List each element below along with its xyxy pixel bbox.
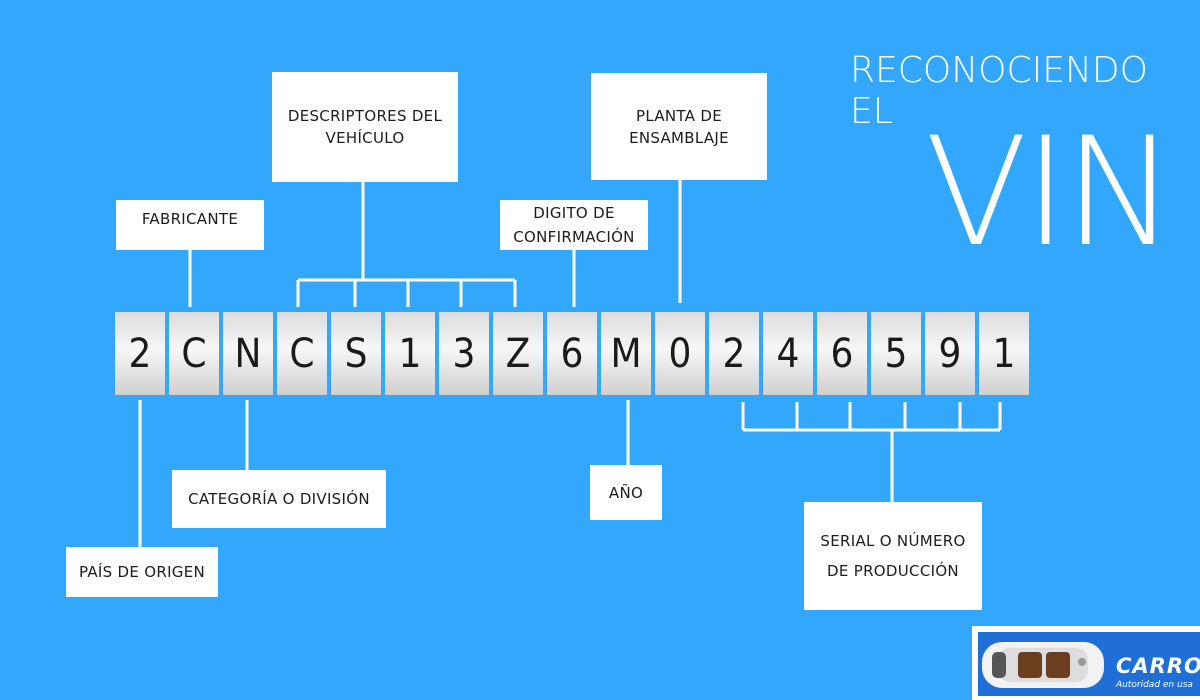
label-categoria: CATEGORÍA O DIVISIÓN <box>172 470 386 528</box>
vin-char: 9 <box>925 312 975 395</box>
brand-logo: CARROS O Autoridad en usa <box>972 626 1200 700</box>
vin-char: C <box>277 312 327 395</box>
label-digito: DIGITO DE CONFIRMACIÓN <box>500 200 648 250</box>
car-icon <box>982 642 1104 688</box>
label-anio: AÑO <box>590 465 662 520</box>
vin-char: 4 <box>763 312 813 395</box>
title-line-2: VIN <box>925 106 1176 280</box>
vin-char: 0 <box>655 312 705 395</box>
label-planta: PLANTA DE ENSAMBLAJE <box>591 73 767 180</box>
title-line-1: RECONOCIENDO EL <box>850 50 1148 132</box>
label-planta-line2: ENSAMBLAJE <box>629 128 729 147</box>
logo-tagline: Autoridad en usa <box>1116 680 1193 690</box>
vin-char: 1 <box>979 312 1029 395</box>
vin-code: 2 C N C S 1 3 Z 6 M 0 2 4 6 5 9 1 <box>115 312 1033 395</box>
vin-char: 6 <box>547 312 597 395</box>
label-serial-line1: SERIAL O NÚMERO <box>820 532 966 550</box>
vin-char: 2 <box>709 312 759 395</box>
label-fabricante: FABRICANTE <box>116 200 264 250</box>
vin-char: M <box>601 312 651 395</box>
vin-char: 3 <box>439 312 489 395</box>
label-digito-line2: CONFIRMACIÓN <box>513 228 635 246</box>
vin-char: 1 <box>385 312 435 395</box>
vin-char: Z <box>493 312 543 395</box>
label-planta-line1: PLANTA DE <box>636 106 722 125</box>
label-descriptores: DESCRIPTORES DEL VEHÍCULO <box>272 72 458 182</box>
label-pais: PAÍS DE ORIGEN <box>66 547 218 597</box>
label-descriptores-line1: DESCRIPTORES DEL <box>287 107 443 125</box>
vin-char: N <box>223 312 273 395</box>
label-descriptores-line2: VEHÍCULO <box>325 129 405 147</box>
logo-background: CARROS O Autoridad en usa <box>978 632 1200 696</box>
logo-brand-text: CARROS O <box>1116 654 1200 678</box>
label-serial: SERIAL O NÚMERO DE PRODUCCIÓN <box>804 502 982 610</box>
vin-char: 6 <box>817 312 867 395</box>
vin-char: 2 <box>115 312 165 395</box>
label-digito-line1: DIGITO DE <box>533 204 615 222</box>
label-serial-line2: DE PRODUCCIÓN <box>827 562 959 580</box>
vin-char: C <box>169 312 219 395</box>
vin-char: S <box>331 312 381 395</box>
vin-char: 5 <box>871 312 921 395</box>
